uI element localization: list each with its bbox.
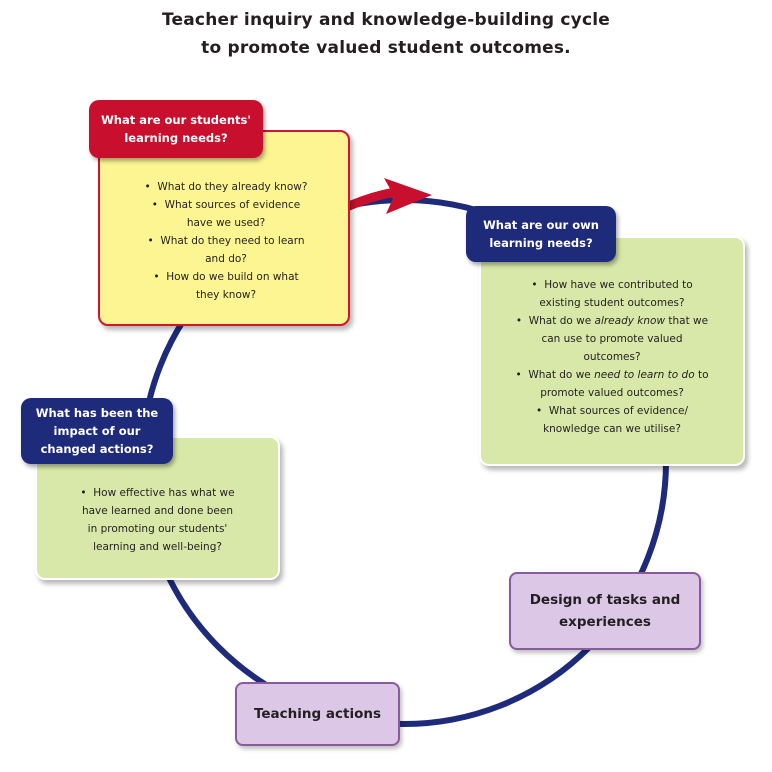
students-question: How do we build on what they know? — [110, 268, 342, 304]
design-tasks-node: Design of tasks and experiences — [509, 572, 701, 650]
teaching-actions-node: Teaching actions — [235, 682, 400, 746]
emphasis-need-to-learn: need to learn to do — [594, 369, 695, 381]
students-questions-list: What do they already know? What sources … — [110, 178, 342, 304]
own-needs-question: How have we contributed to existing stud… — [491, 276, 733, 312]
title-line-1: Teacher inquiry and knowledge-building c… — [161, 10, 610, 30]
students-question: What do they already know? — [110, 178, 342, 196]
own-needs-questions-list: How have we contributed to existing stud… — [491, 276, 733, 438]
title-line-2: to promote valued student outcomes. — [201, 38, 571, 58]
own-needs-question: What do we need to learn to do to promot… — [491, 366, 733, 402]
own-learning-needs-box: How have we contributed to existing stud… — [479, 236, 745, 466]
emphasis-already-know: already know — [594, 315, 666, 327]
impact-questions-list: How effective has what we have learned a… — [53, 484, 262, 556]
students-learning-needs-box: What do they already know? What sources … — [98, 130, 350, 326]
diagram-title: Teacher inquiry and knowledge-building c… — [0, 6, 772, 62]
students-learning-needs-heading: What are our students' learning needs? — [89, 100, 263, 158]
impact-heading: What has been the impact of our changed … — [21, 398, 173, 464]
students-question: What sources of evidence have we used? — [110, 196, 342, 232]
cycle-arrowhead — [384, 178, 432, 214]
own-learning-needs-heading: What are our own learning needs? — [466, 206, 616, 262]
own-needs-question: What sources of evidence/ knowledge can … — [491, 402, 733, 438]
impact-box: How effective has what we have learned a… — [35, 436, 280, 580]
own-needs-question: What do we already know that we can use … — [491, 312, 733, 366]
impact-question: How effective has what we have learned a… — [53, 484, 262, 556]
students-question: What do they need to learn and do? — [110, 232, 342, 268]
